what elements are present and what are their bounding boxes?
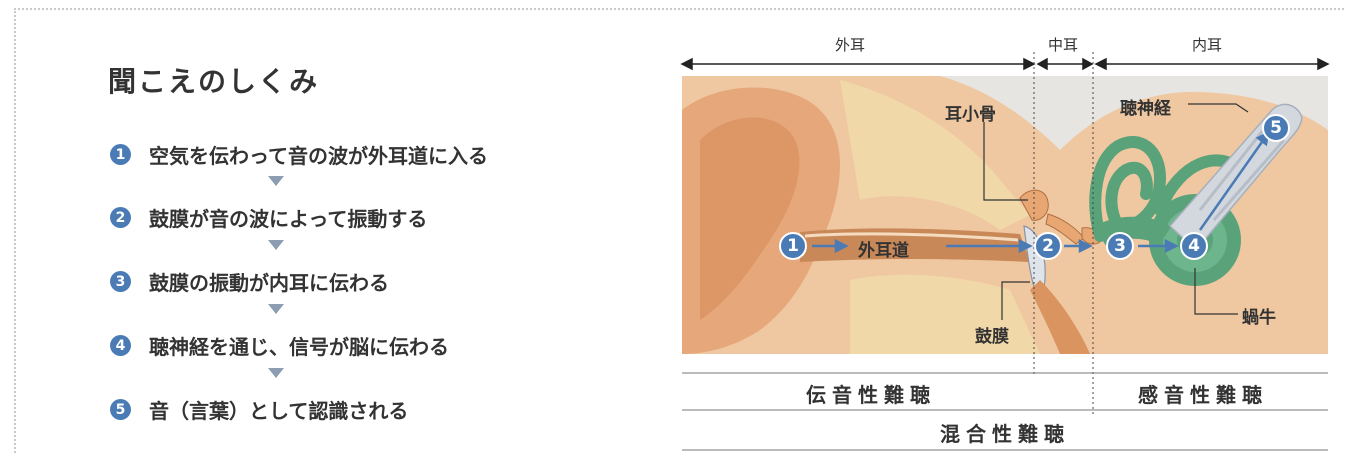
section-inner-ear: 内耳 (1192, 36, 1223, 54)
step-number: 5 (110, 399, 131, 420)
step-text: 音（言葉）として認識される (149, 399, 409, 423)
section-outer-ear: 外耳 (835, 36, 866, 54)
down-triangle-icon (268, 368, 284, 378)
dotted-frame (14, 8, 1344, 453)
section-arrows (680, 57, 1330, 71)
step-item: 2 鼓膜が音の波によって振動する (110, 203, 427, 232)
down-triangle-icon (268, 240, 284, 250)
step-item: 1 空気を伝わって音の波が外耳道に入る (110, 140, 488, 169)
step-number: 4 (110, 335, 131, 356)
section-middle-ear: 中耳 (1048, 36, 1079, 54)
step-number: 2 (110, 207, 131, 228)
down-triangle-icon (268, 176, 284, 186)
label-mixed-hearing-loss: 混合性難聴 (940, 422, 1070, 446)
step-number: 1 (110, 144, 131, 165)
marker-2: 2 (1034, 232, 1062, 260)
label-eardrum: 鼓膜 (975, 327, 1009, 347)
marker-5: 5 (1262, 114, 1290, 142)
label-auditory-nerve: 聴神経 (1120, 99, 1171, 119)
step-text: 聴神経を通じ、信号が脳に伝わる (149, 335, 449, 359)
label-sensorineural-hearing-loss: 感音性難聴 (1138, 383, 1268, 407)
label-conductive-hearing-loss: 伝音性難聴 (806, 383, 936, 407)
label-ossicles: 耳小骨 (945, 105, 996, 125)
step-item: 3 鼓膜の振動が内耳に伝わる (110, 267, 389, 296)
step-item: 5 音（言葉）として認識される (110, 395, 408, 424)
step-text: 鼓膜が音の波によって振動する (149, 207, 428, 231)
step-text: 鼓膜の振動が内耳に伝わる (149, 271, 389, 295)
page-title: 聞こえのしくみ (108, 65, 320, 98)
label-cochlea: 蝸牛 (1242, 308, 1276, 328)
marker-4: 4 (1180, 232, 1208, 260)
step-text: 空気を伝わって音の波が外耳道に入る (149, 144, 488, 168)
marker-3: 3 (1106, 232, 1134, 260)
signal-arrows (812, 130, 1270, 254)
marker-1: 1 (779, 232, 807, 260)
step-item: 4 聴神経を通じ、信号が脳に伝わる (110, 331, 449, 360)
label-ear-canal: 外耳道 (858, 241, 909, 261)
down-triangle-icon (268, 304, 284, 314)
step-number: 3 (110, 271, 131, 292)
